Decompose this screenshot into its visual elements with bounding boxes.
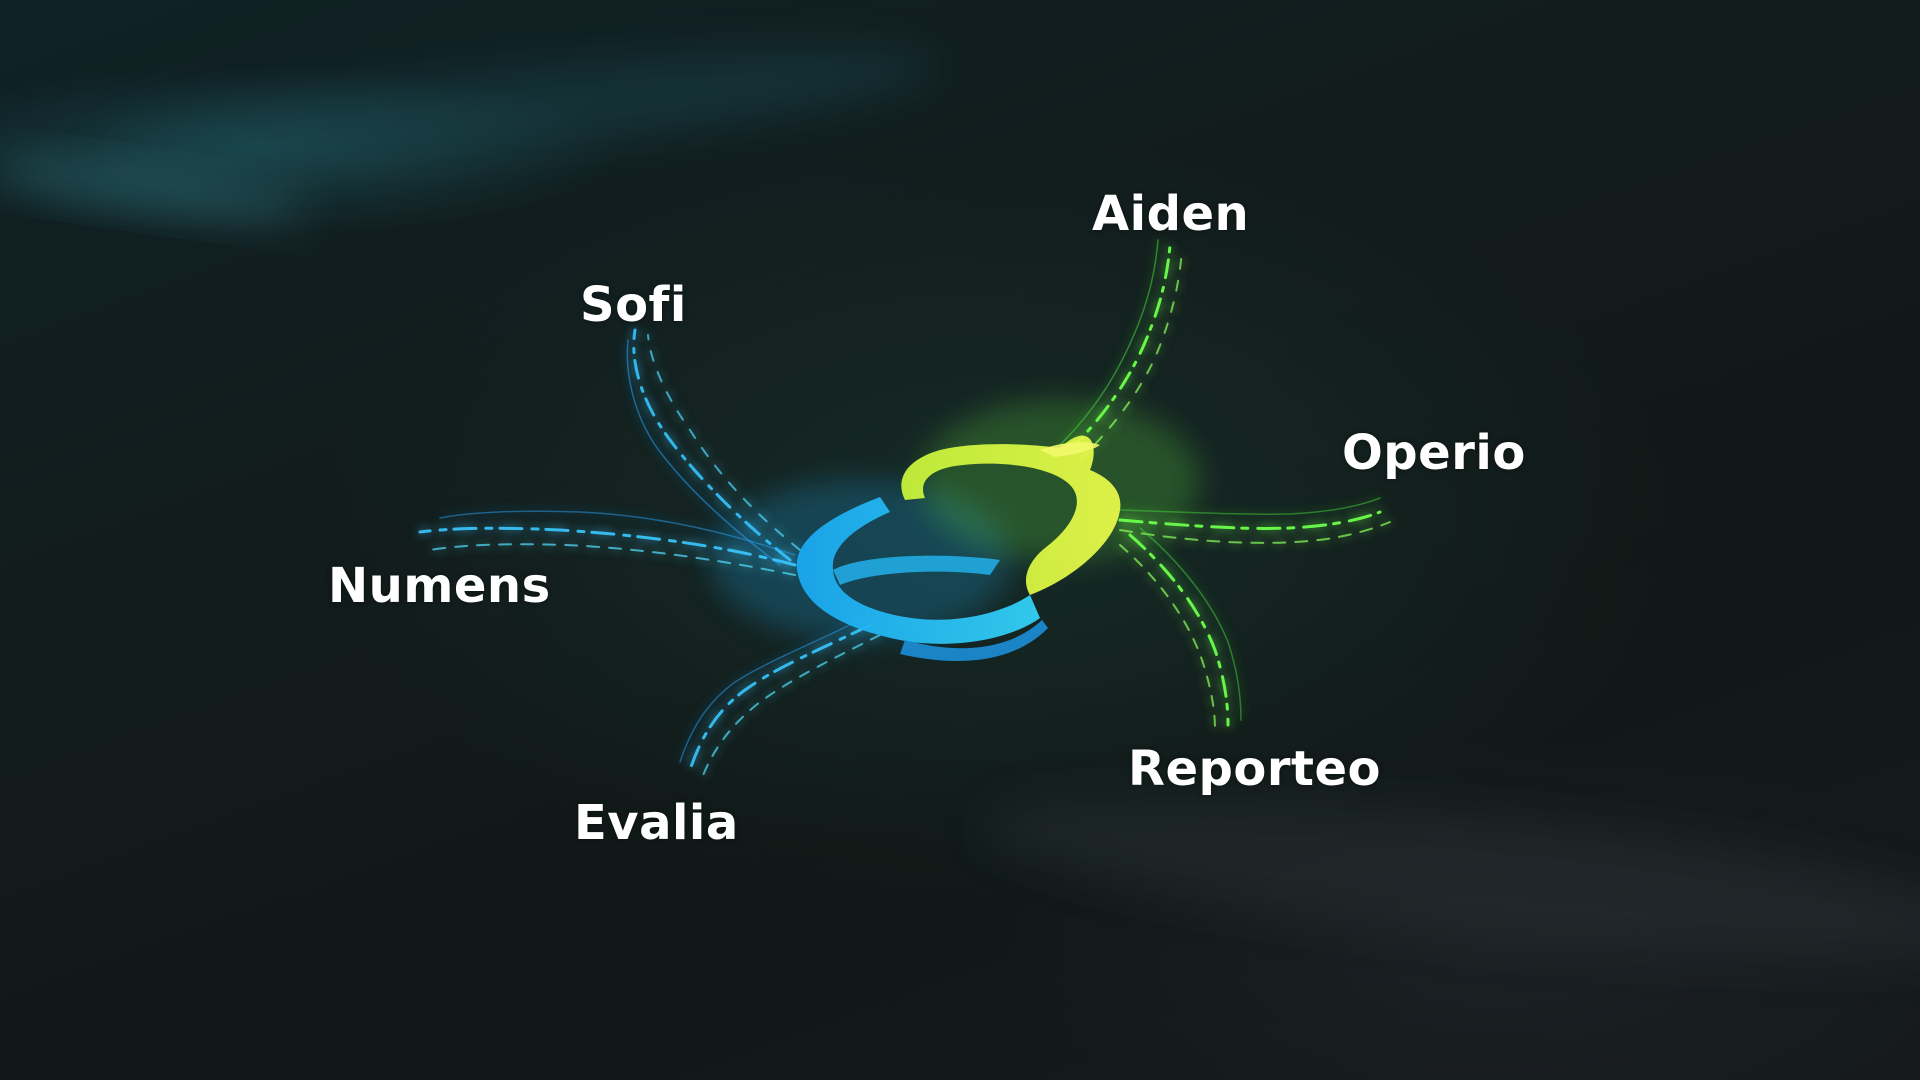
label-aiden: Aiden — [1092, 186, 1250, 242]
threads-blue — [418, 328, 881, 779]
threads-green — [1059, 239, 1391, 731]
label-numens: Numens — [328, 558, 551, 614]
label-operio: Operio — [1342, 425, 1526, 481]
label-sofi: Sofi — [580, 277, 687, 333]
s-ribbon-logo-icon — [796, 435, 1121, 662]
label-evalia: Evalia — [574, 795, 739, 851]
label-reporteo: Reporteo — [1128, 741, 1381, 797]
